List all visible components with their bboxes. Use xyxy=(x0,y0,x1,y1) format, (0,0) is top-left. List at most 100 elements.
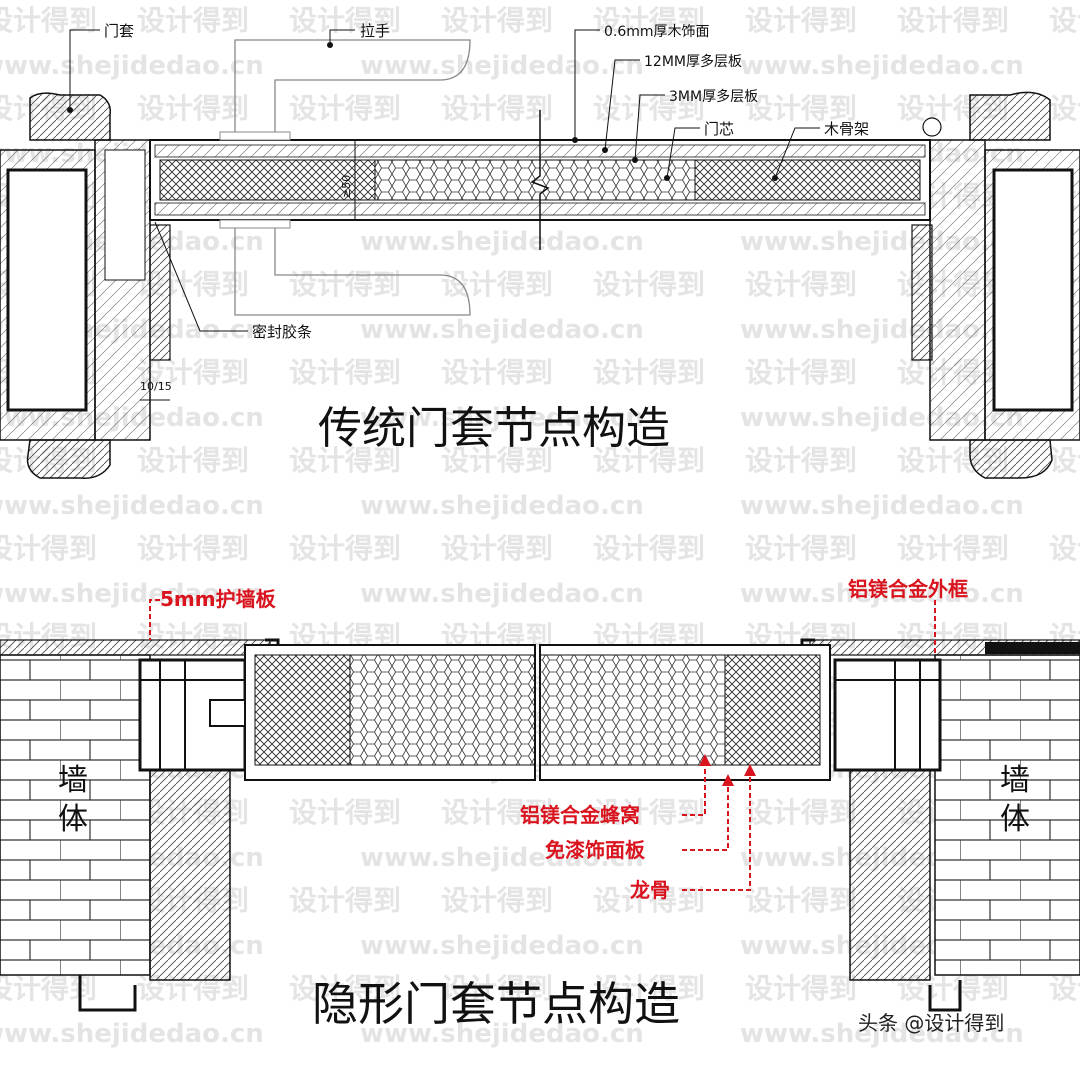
watermark-text: www.shejidedao.cn xyxy=(360,51,644,81)
label-wall-left: 墙体 xyxy=(58,763,88,837)
watermark-text: 设计得到 xyxy=(289,92,401,125)
top-wood-frame-right xyxy=(694,159,921,201)
watermark-text: www.shejidedao.cn xyxy=(360,491,644,521)
label-wood-frame: 木骨架 xyxy=(824,120,869,138)
top-right-jamb xyxy=(929,139,986,441)
bottom-right-brick-wall xyxy=(934,654,1080,976)
watermark-text: www.shejidedao.cn xyxy=(740,1019,1024,1049)
watermark-text: 设计得到 xyxy=(441,972,553,1005)
watermark-text: 设计得到 xyxy=(593,4,705,37)
bottom-honeycomb-right xyxy=(539,654,726,766)
watermark-text: 设计得到 xyxy=(745,444,857,477)
bottom-left-frame-ribs xyxy=(140,660,245,770)
watermark-text: 设计得到 xyxy=(137,356,249,389)
label-keel: 龙骨 xyxy=(630,878,670,902)
watermark-text: 设计得到 xyxy=(593,532,705,565)
watermark-text: 设计得到 xyxy=(0,532,97,565)
label-veneer: 0.6mm厚木饰面 xyxy=(604,24,710,40)
watermark-text: 设计得到 xyxy=(289,444,401,477)
top-diagram-title: 传统门套节点构造 xyxy=(318,403,670,454)
watermark-text: 设计得到 xyxy=(1049,92,1080,125)
watermark-text: www.shejidedao.cn xyxy=(360,931,644,961)
watermark-text: 设计得到 xyxy=(289,972,401,1005)
top-right-stop xyxy=(911,224,933,361)
watermark-text: 设计得到 xyxy=(441,4,553,37)
watermark-text: 设计得到 xyxy=(289,356,401,389)
top-right-casing-top xyxy=(969,91,1051,141)
watermark-text: www.shejidedao.cn xyxy=(360,403,644,433)
top-left-jamb-core xyxy=(104,149,146,281)
watermark-text: 设计得到 xyxy=(1049,972,1080,1005)
bottom-right-alloy-frame xyxy=(833,658,942,772)
watermark-text: www.shejidedao.cn xyxy=(360,315,644,345)
bottom-right-jamb-plaster xyxy=(849,769,931,981)
top-handle-front xyxy=(234,39,471,140)
label-plywood12: 12MM厚多层板 xyxy=(644,53,742,70)
top-left-wall-void xyxy=(6,168,88,412)
bottom-right-frame-ribs xyxy=(835,660,940,770)
watermark-text: www.shejidedao.cn xyxy=(0,51,264,81)
watermark-text: 设计得到 xyxy=(137,444,249,477)
top-handle-rose-back xyxy=(219,219,291,229)
top-wood-frame-left xyxy=(159,159,376,201)
watermark-text: 设计得到 xyxy=(593,444,705,477)
watermark-text: 设计得到 xyxy=(745,268,857,301)
watermark-text: 设计得到 xyxy=(745,884,857,917)
bottom-right-dark-strip xyxy=(985,642,1080,654)
watermark-text: 设计得到 xyxy=(441,356,553,389)
watermark-text: 设计得到 xyxy=(745,92,857,125)
watermark-text: www.shejidedao.cn xyxy=(360,579,644,609)
watermark-text: 设计得到 xyxy=(745,356,857,389)
bottom-honeycomb-left xyxy=(349,654,536,766)
watermark-text: 设计得到 xyxy=(593,356,705,389)
top-handle-rose-front xyxy=(219,131,291,141)
watermark-text: www.shejidedao.cn xyxy=(740,491,1024,521)
watermark-text: www.shejidedao.cn xyxy=(0,491,264,521)
bottom-diagram: 5mm护墙板 铝镁合金外框 铝镁合金蜂窝 免漆饰面板 龙骨 墙体 墙体 隐形门套… xyxy=(0,577,1080,1031)
label-door-core: 门芯 xyxy=(704,120,734,138)
bottom-left-brick-wall xyxy=(0,654,151,976)
watermark-text: 设计得到 xyxy=(593,92,705,125)
bottom-left-wall-panel xyxy=(0,639,271,656)
bottom-keel-right xyxy=(724,654,821,766)
top-left-casing-bottom xyxy=(26,439,111,479)
watermark-text: 设计得到 xyxy=(289,268,401,301)
watermark-text: 设计得到 xyxy=(289,532,401,565)
top-diagram: 门套 拉手 0.6mm厚木饰面 12MM厚多层板 3MM厚多层板 门芯 木骨架 … xyxy=(0,22,1080,479)
watermark-text: 设计得到 xyxy=(593,972,705,1005)
bottom-left-jamb-plaster xyxy=(149,769,231,981)
watermark-text: 设计得到 xyxy=(441,532,553,565)
top-hinge-symbol xyxy=(922,117,942,137)
watermark-text: 设计得到 xyxy=(745,796,857,829)
watermark-text: 设计得到 xyxy=(137,92,249,125)
watermark-text: 设计得到 xyxy=(289,884,401,917)
label-alloy-frame: 铝镁合金外框 xyxy=(848,577,968,601)
watermark-text: 设计得到 xyxy=(1049,532,1080,565)
bottom-diagram-title: 隐形门套节点构造 xyxy=(312,977,680,1031)
label-door-casing: 门套 xyxy=(104,22,134,40)
watermark-text: www.shejidedao.cn xyxy=(360,1019,644,1049)
top-right-wall-void xyxy=(992,168,1074,412)
top-left-casing-top xyxy=(29,92,112,141)
label-handle: 拉手 xyxy=(360,22,390,40)
watermark-text: 设计得到 xyxy=(745,532,857,565)
watermark-text: 设计得到 xyxy=(593,268,705,301)
watermark-text: 设计得到 xyxy=(441,796,553,829)
watermark-text: 设计得到 xyxy=(441,92,553,125)
label-honeycomb: 铝镁合金蜂窝 xyxy=(520,803,640,827)
top-leaders xyxy=(69,29,820,401)
watermark-text: 设计得到 xyxy=(137,4,249,37)
watermark-text: 设计得到 xyxy=(745,972,857,1005)
watermark-text: 设计得到 xyxy=(137,532,249,565)
watermark-text: 设计得到 xyxy=(897,532,1009,565)
bottom-red-leaders xyxy=(149,599,936,891)
watermark-text: www.shejidedao.cn xyxy=(0,579,264,609)
top-right-casing-bottom xyxy=(969,439,1053,479)
label-plywood3: 3MM厚多层板 xyxy=(669,88,758,105)
top-left-stop xyxy=(149,224,171,361)
watermark-text: 设计得到 xyxy=(1049,444,1080,477)
label-wall-panel: 5mm护墙板 xyxy=(160,587,277,611)
watermark-text: 设计得到 xyxy=(1049,4,1080,37)
